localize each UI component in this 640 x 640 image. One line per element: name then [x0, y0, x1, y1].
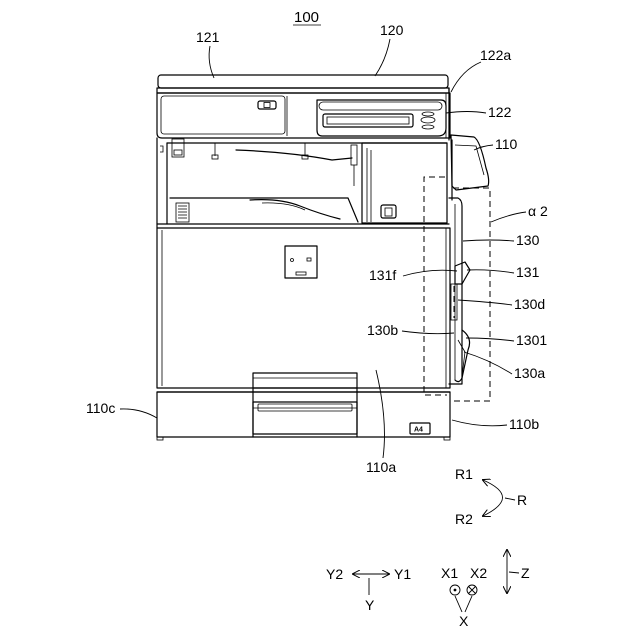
leader-120 [375, 39, 390, 76]
leader-130a [464, 352, 512, 374]
right-side-unit [449, 198, 470, 384]
control-panel-display [323, 114, 413, 127]
callout-131: 131 [516, 264, 540, 280]
base-section: A4 [157, 373, 450, 440]
axis-z: Z [507, 550, 530, 593]
callout-122: 122 [488, 104, 512, 120]
emblem-bar [296, 272, 306, 275]
callout-alpha2: α 2 [528, 203, 548, 219]
leader-110a [376, 370, 384, 458]
callout-110c: 110c [86, 400, 115, 416]
axis-x1-dot-center [454, 589, 457, 592]
interior-rod-top [351, 145, 357, 165]
interior-right-block [362, 143, 447, 223]
axis-x: X1 X2 X [441, 565, 487, 629]
paper-cassette-handle [258, 404, 352, 411]
leader-1301 [466, 338, 514, 341]
control-panel-housing [317, 100, 446, 136]
top-cover-plate [158, 75, 448, 88]
leader-121 [209, 46, 214, 78]
rotation-r1-label: R1 [455, 466, 473, 482]
callout-1301: 1301 [516, 332, 547, 348]
scanner-latch-inner [264, 103, 270, 108]
right-output-housing [451, 135, 489, 190]
axis-x1-label: X1 [441, 565, 458, 581]
axis-y-label: Y [365, 597, 375, 613]
control-panel-top-bar [319, 102, 442, 110]
leader-122a [451, 62, 481, 92]
output-tray [170, 198, 358, 222]
rotation-r-label: R [517, 492, 527, 508]
axis-z-label: Z [521, 565, 530, 581]
right-output-unit [451, 135, 489, 200]
control-panel-button-1 [422, 112, 434, 116]
axis-x2-cross [469, 587, 476, 594]
rotation-symbol: R1 R R2 [455, 466, 527, 527]
leader-110b [452, 420, 507, 426]
top-cover-hinge-strip [157, 88, 449, 93]
vent-grille-slats [178, 206, 187, 218]
base-housing [157, 392, 450, 437]
callout-120: 120 [380, 22, 404, 38]
front-body [157, 228, 450, 388]
callout-121: 121 [196, 29, 220, 45]
machine-drawing: A4 [157, 75, 490, 440]
callout-130a: 130a [514, 365, 545, 381]
control-panel-button-3 [422, 125, 434, 129]
region-outline-left [424, 177, 447, 395]
emblem-dot [291, 259, 294, 262]
front-door [157, 228, 450, 388]
emblem-mark [307, 258, 311, 261]
axis-y2-label: Y2 [326, 566, 343, 582]
interior-knob-inner [385, 208, 392, 216]
top-cover [157, 75, 449, 93]
axis-y: Y2 Y1 Y [326, 566, 411, 613]
callout-110a: 110a [366, 459, 396, 475]
control-panel-button-2 [421, 117, 435, 123]
axis-x-leader [455, 596, 472, 612]
axis-x-label: X [459, 613, 469, 629]
callout-130: 130 [516, 232, 540, 248]
control-panel-display-inner [327, 117, 409, 124]
leader-alpha2 [491, 212, 526, 222]
rotation-arrow [483, 480, 503, 516]
callout-130b: 130b [367, 322, 398, 338]
front-door-emblem [285, 246, 317, 278]
paper-cassette [253, 402, 357, 434]
axis-y1-label: Y1 [394, 566, 411, 582]
ceiling-bracket-inner [174, 150, 182, 155]
scanner-left-panel [161, 96, 285, 134]
rotation-r2-label: R2 [455, 511, 473, 527]
region-outline-right [450, 188, 490, 401]
callout-122a: 122a [480, 47, 511, 63]
right-output-inner [455, 145, 484, 175]
left-wall-bump [160, 146, 163, 152]
paper-size-label: A4 [414, 427, 423, 434]
figure-reference: 100 [294, 9, 319, 26]
axis-x2-label: X2 [470, 565, 487, 581]
cassette-top-flap [253, 373, 357, 388]
ejected-sheet [236, 150, 352, 160]
axis-z-leader [509, 572, 519, 573]
callout-110: 110 [495, 136, 518, 152]
output-tray-paper [250, 200, 340, 219]
callout-110b: 110b [509, 416, 539, 432]
leader-122 [446, 112, 486, 114]
leader-131f [403, 270, 457, 276]
output-space [157, 138, 449, 228]
leader-130d [458, 300, 512, 305]
callout-131f: 131f [369, 267, 396, 283]
rotation-leader [505, 498, 515, 500]
leader-130 [463, 240, 514, 241]
callout-130d: 130d [514, 296, 545, 312]
output-tray-paper-edge [262, 203, 305, 210]
leader-110c [120, 409, 157, 418]
control-panel [317, 100, 446, 136]
